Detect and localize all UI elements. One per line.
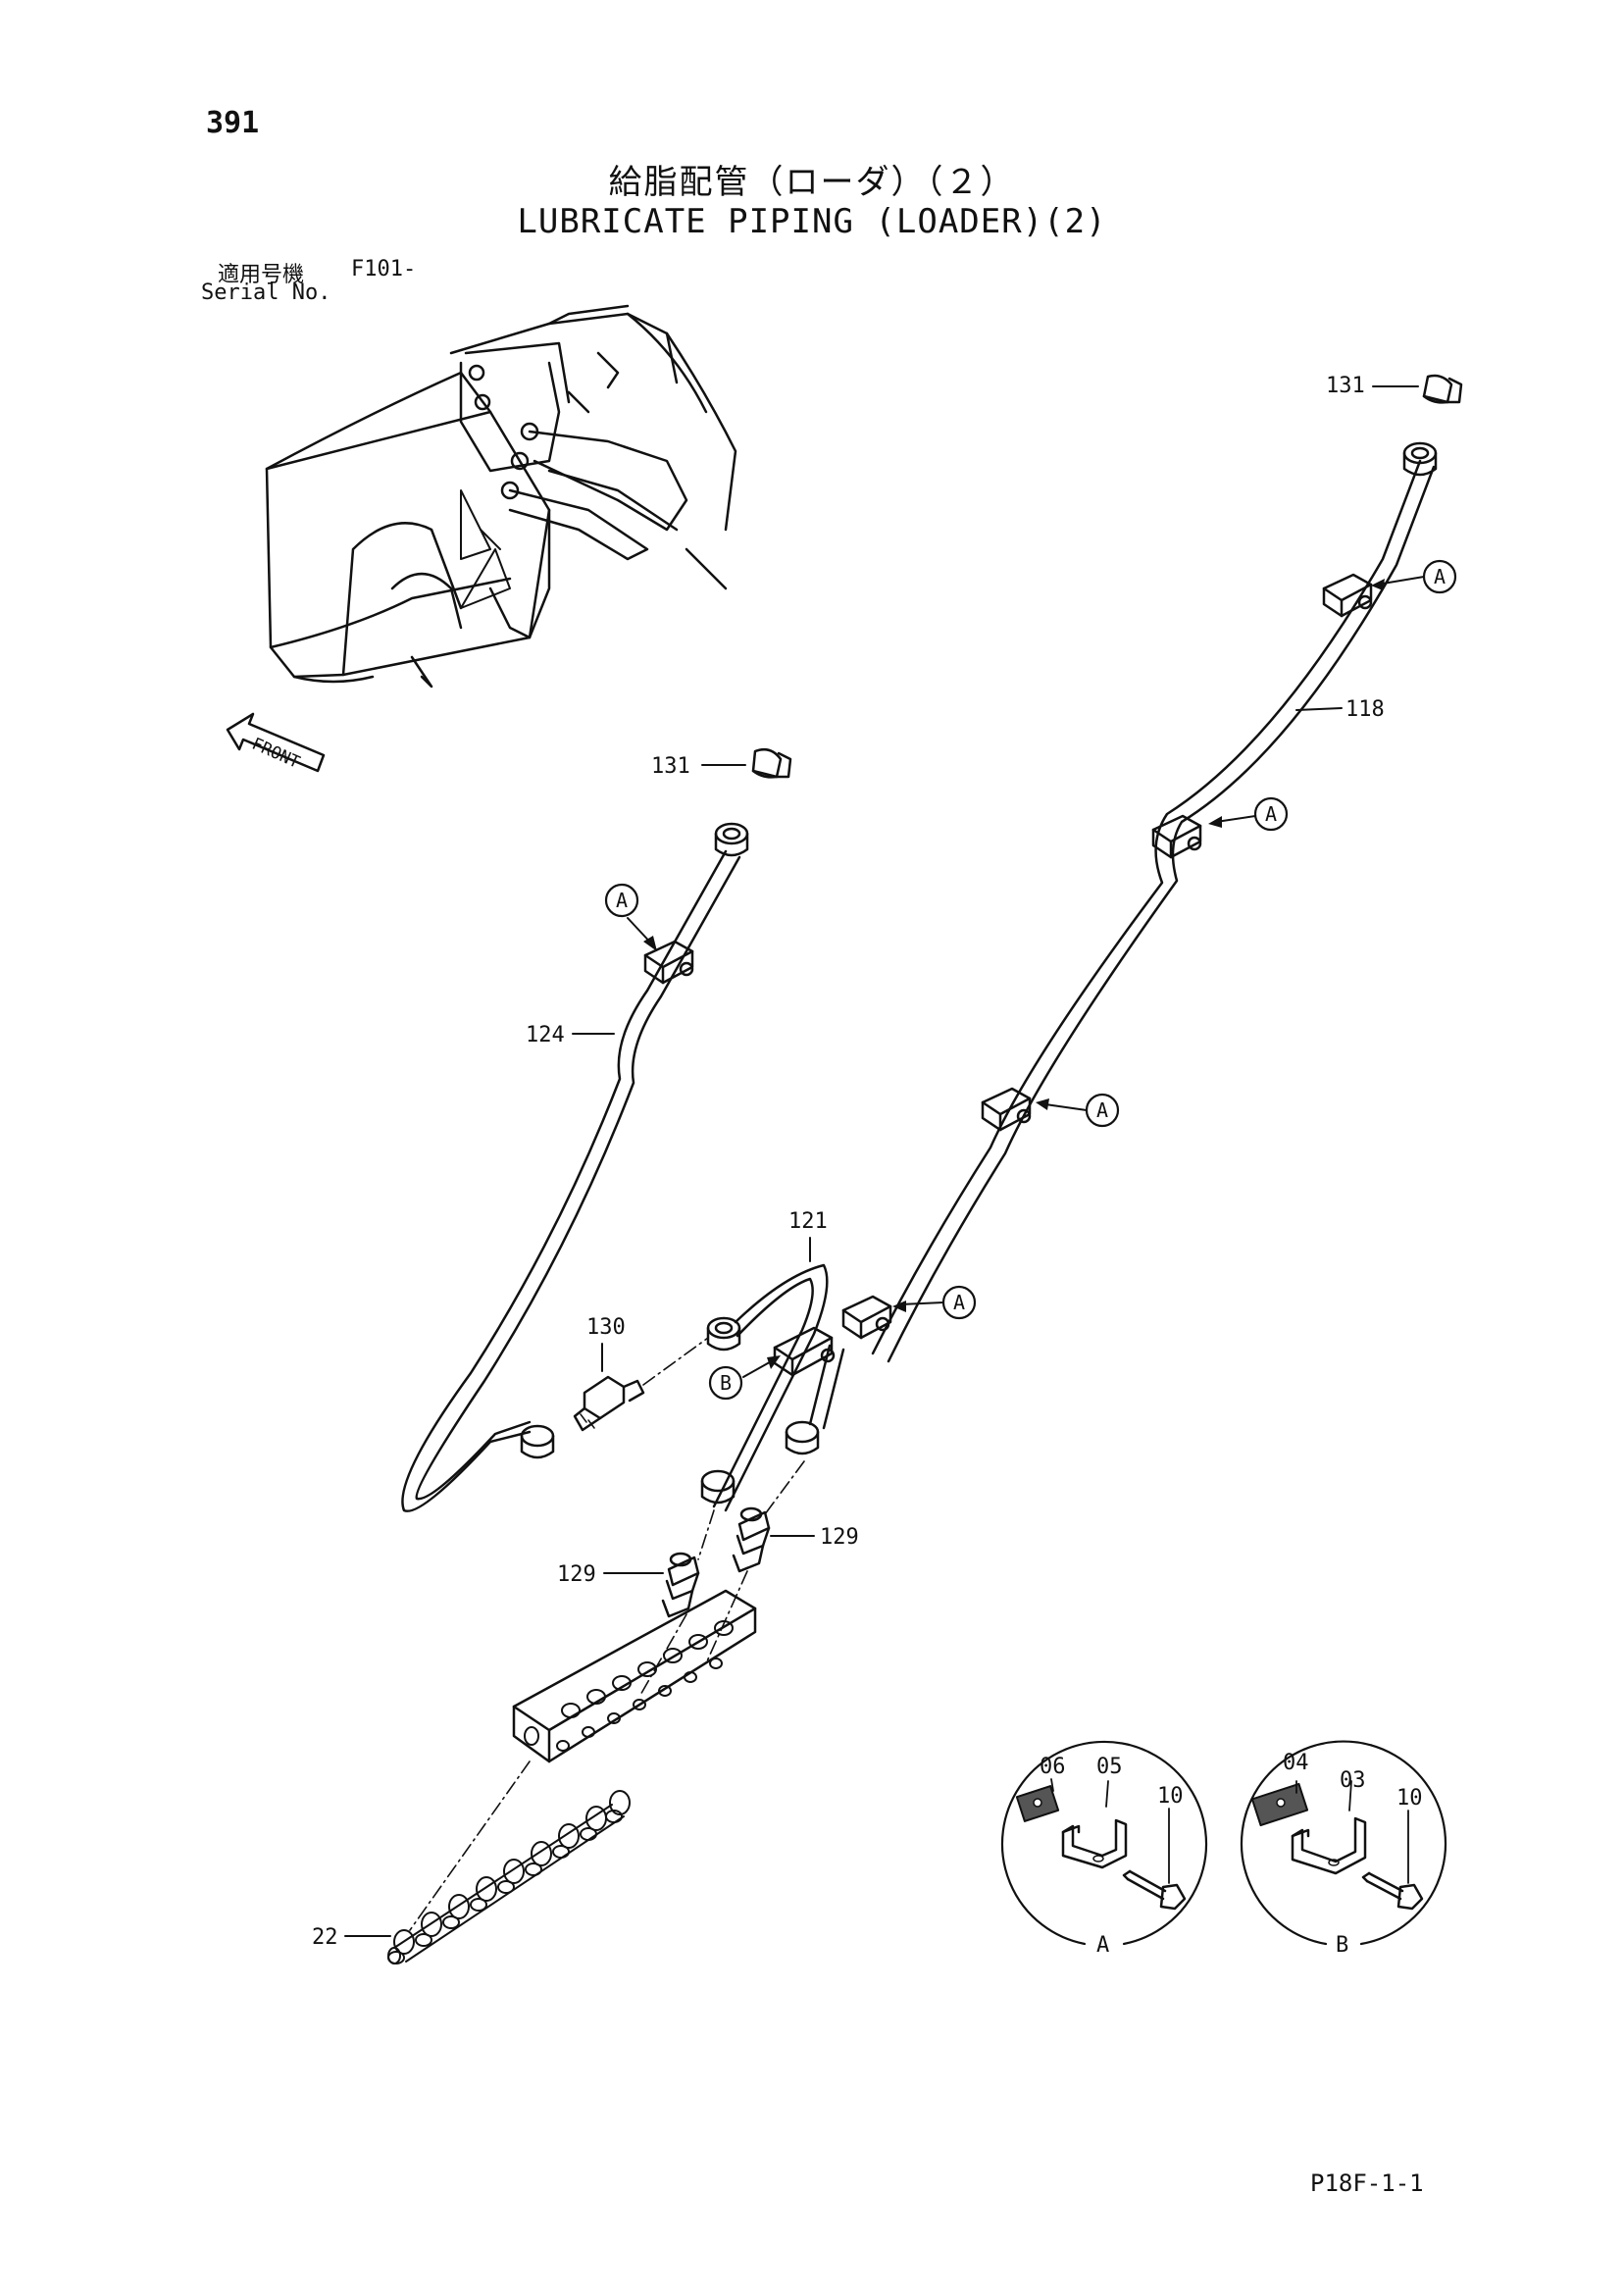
serial-label-japanese: 適用号機 — [218, 263, 305, 287]
document-code: P18F-1-1 — [1310, 2169, 1424, 2197]
detail-b-part-03: 03 — [1340, 1768, 1366, 1793]
nut-124-bottom — [520, 1424, 555, 1459]
clamp-a-3 — [981, 1087, 1032, 1132]
front-label: FRONT — [249, 735, 303, 773]
union-nut-121 — [706, 1316, 741, 1352]
distribution-block — [512, 1589, 757, 1763]
callout-131: 131 — [1326, 374, 1365, 398]
detail-inset-a — [1000, 1740, 1208, 1946]
detail-inset-b — [1240, 1740, 1447, 1946]
part-10-bolt — [1126, 1869, 1167, 1901]
part-03-clamp — [1291, 1816, 1367, 1875]
marker-a-circle-4 — [941, 1285, 977, 1320]
marker-b-label: B — [720, 1371, 732, 1395]
detail-b-part-04: 04 — [1283, 1751, 1309, 1775]
serial-value: F101- — [351, 257, 417, 281]
clamp-a-4 — [841, 1295, 892, 1340]
callout-130: 130 — [586, 1315, 626, 1340]
detail-a-part-10: 10 — [1157, 1784, 1184, 1809]
nipple-129-right — [732, 1506, 771, 1573]
marker-a-circle-2 — [1253, 796, 1289, 832]
marker-a-circle-3 — [1085, 1093, 1120, 1128]
clamp-b — [773, 1326, 836, 1377]
detail-b-part-10: 10 — [1396, 1786, 1423, 1811]
clamp-a-left — [643, 940, 694, 985]
alignment-line-121 — [697, 1509, 715, 1560]
union-nut-right — [1402, 441, 1438, 477]
callout-121: 121 — [788, 1209, 828, 1234]
detail-a-part-06: 06 — [1040, 1755, 1066, 1779]
callout-22: 22 — [312, 1925, 338, 1950]
marker-a-label: A — [616, 889, 628, 912]
part-10-bolt — [1365, 1871, 1404, 1901]
alignment-line-129-left — [638, 1613, 687, 1698]
clamp-a-1 — [1322, 573, 1373, 618]
callout-131: 131 — [651, 754, 690, 779]
part-05-clamp — [1061, 1818, 1128, 1869]
adapter-130 — [573, 1375, 645, 1432]
nipple-129-left — [661, 1552, 700, 1618]
alignment-line-22 — [409, 1760, 531, 1931]
detail-a-label: A — [1096, 1933, 1109, 1958]
serial-label-english: Serial No. — [201, 281, 331, 305]
pipe-118 — [871, 459, 1436, 1363]
marker-a-label: A — [1096, 1098, 1108, 1122]
callout-129: 129 — [557, 1562, 596, 1587]
marker-a-label: A — [1265, 802, 1277, 826]
callout-129: 129 — [820, 1525, 859, 1550]
callout-118: 118 — [1345, 697, 1385, 722]
nut-118-bottom — [785, 1344, 845, 1455]
nut-121-bottom — [700, 1469, 736, 1505]
alignment-line-130 — [642, 1337, 709, 1386]
front-direction-arrow: FRONT — [226, 712, 326, 773]
title-japanese: 給脂配管（ローダ）（２） — [608, 163, 1016, 202]
marker-a-label: A — [953, 1291, 965, 1314]
loader-overview-sketch — [265, 304, 737, 689]
alignment-line-129-right — [705, 1570, 748, 1664]
fitting-131-left — [751, 748, 792, 779]
clamp-a-2 — [1151, 814, 1202, 859]
detail-b-label: B — [1336, 1933, 1348, 1958]
leader-118 — [1295, 707, 1343, 711]
callout-124: 124 — [526, 1023, 565, 1047]
marker-a-circle-1 — [1422, 559, 1457, 594]
marker-a-circle-left — [604, 883, 639, 918]
marker-a-label: A — [1434, 565, 1446, 588]
union-nut-left — [714, 822, 749, 857]
nipple-row-22 — [387, 1790, 631, 1964]
pipe-124 — [401, 849, 741, 1512]
title-english: LUBRICATE PIPING (LOADER)(2) — [517, 202, 1107, 241]
alignment-line-118 — [764, 1460, 805, 1515]
detail-a-part-05: 05 — [1096, 1755, 1123, 1779]
marker-b-circle — [708, 1365, 743, 1401]
fitting-131-right — [1422, 374, 1463, 404]
page-number: 391 — [206, 106, 260, 140]
